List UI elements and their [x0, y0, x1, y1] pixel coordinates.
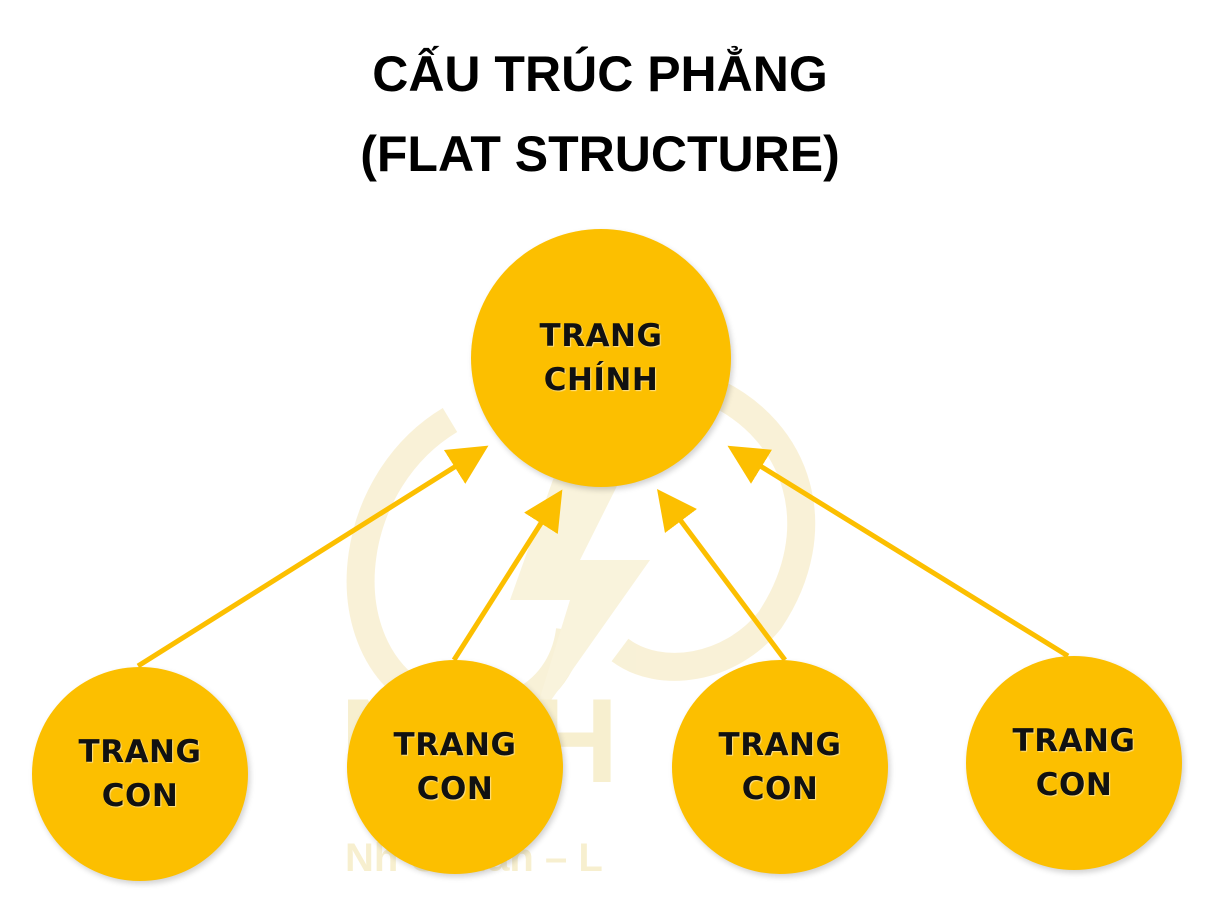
arrow-child1-to-main — [136, 445, 489, 669]
main-page-node: TRANG CHÍNH — [471, 229, 731, 487]
child-page-label-2: TRANG CON — [393, 727, 517, 807]
child-page-node-1: TRANG CON — [32, 667, 248, 881]
child-page-label-3: TRANG CON — [718, 727, 842, 807]
child-page-label-1: TRANG CON — [78, 734, 202, 814]
child-page-label-4: TRANG CON — [1012, 723, 1136, 803]
diagram-title-line2: (FLAT STRUCTURE) — [360, 126, 840, 182]
main-page-label: TRANG CHÍNH — [539, 318, 663, 398]
arrow-child2-to-main — [451, 489, 563, 662]
diagram-title-line1: CẤU TRÚC PHẲNG — [372, 46, 828, 102]
arrow-child4-to-main — [727, 445, 1070, 659]
child-page-node-4: TRANG CON — [966, 656, 1182, 870]
child-page-node-3: TRANG CON — [672, 660, 888, 874]
arrow-child3-to-main — [657, 488, 788, 662]
child-page-node-2: TRANG CON — [347, 660, 563, 874]
